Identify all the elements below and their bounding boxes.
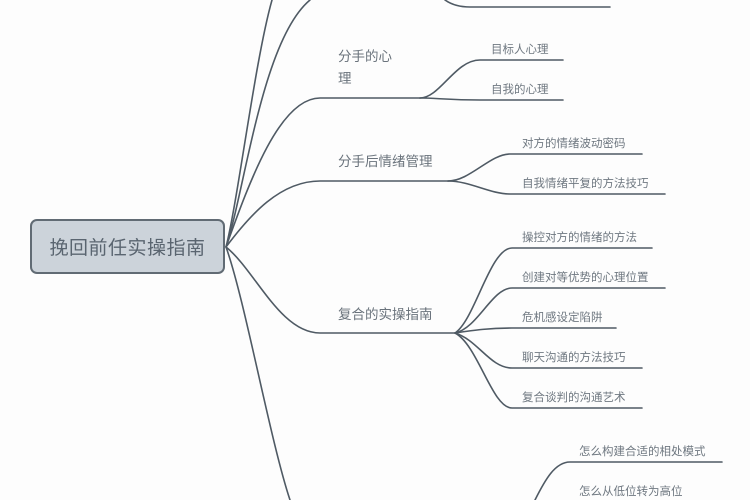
connector-breakup-psych-leaf-1 [419,59,564,99]
leaf-partner-emotion-code[interactable]: 对方的情绪波动密码 [522,136,626,150]
connector-root-reunion-guide [225,246,456,334]
leaf-crisis-trap[interactable]: 危机感设定陷阱 [522,310,603,324]
branch-reunion-guide[interactable]: 复合的实操指南 [338,305,433,325]
leaf-label: 操控对方的情绪的方法 [522,230,637,244]
leaf-label: 创建对等优势的心理位置 [522,270,649,284]
leaf-low-to-high-position[interactable]: 怎么从低位转为高位 [579,484,683,498]
leaf-label: 聊天沟通的方法技巧 [522,350,626,364]
connector-top-leaf [444,0,611,8]
leaf-label: 自我情绪平复的方法技巧 [522,176,649,190]
leaf-self-calming-techniques[interactable]: 自我情绪平复的方法技巧 [522,176,649,190]
leaf-label: 怎么构建合适的相处模式 [579,444,706,458]
connector-emotion-mgmt-leaf-2 [447,180,666,195]
connector-root-top-2 [225,0,311,248]
leaf-self-psychology[interactable]: 自我的心理 [491,82,549,96]
connector-reunion-leaf-3 [454,327,617,334]
connector-breakup-psych-leaf-2 [419,97,564,101]
leaf-equal-advantage[interactable]: 创建对等优势的心理位置 [522,270,649,284]
branch-label: 复合的实操指南 [338,307,433,323]
connector-reunion-leaf-2 [454,287,666,334]
leaf-label: 怎么从低位转为高位 [579,484,683,498]
connector-reunion-leaf-1 [454,247,653,334]
connector-root-top-1 [225,0,273,248]
connector-root-emotion-mgmt [225,180,449,248]
connector-reunion-leaf-4 [454,332,643,369]
connector-root-bottom [225,246,291,500]
connector-reunion-leaf-5 [454,332,643,409]
leaf-negotiation-art[interactable]: 复合谈判的沟通艺术 [522,390,626,404]
branch-emotion-management[interactable]: 分手后情绪管理 [338,152,433,172]
leaf-label: 复合谈判的沟通艺术 [522,390,626,404]
branch-breakup-psychology[interactable]: 分手的心理 [338,46,400,90]
leaf-label: 目标人心理 [491,42,549,56]
connector-bottom-leaf-1 [534,461,723,500]
branch-label: 分手的心理 [338,49,392,87]
connector-emotion-mgmt-leaf-1 [447,153,643,182]
root-node[interactable]: 挽回前任实操指南 [30,219,225,274]
leaf-target-psychology[interactable]: 目标人心理 [491,42,549,56]
leaf-build-relationship-mode[interactable]: 怎么构建合适的相处模式 [579,444,706,458]
branch-label: 分手后情绪管理 [338,154,433,170]
connector-root-breakup-psych [225,97,421,248]
leaf-chat-techniques[interactable]: 聊天沟通的方法技巧 [522,350,626,364]
leaf-label: 对方的情绪波动密码 [522,136,626,150]
leaf-label: 危机感设定陷阱 [522,310,603,324]
leaf-control-emotions[interactable]: 操控对方的情绪的方法 [522,230,637,244]
root-node-label: 挽回前任实操指南 [49,237,206,259]
leaf-label: 自我的心理 [491,82,549,96]
